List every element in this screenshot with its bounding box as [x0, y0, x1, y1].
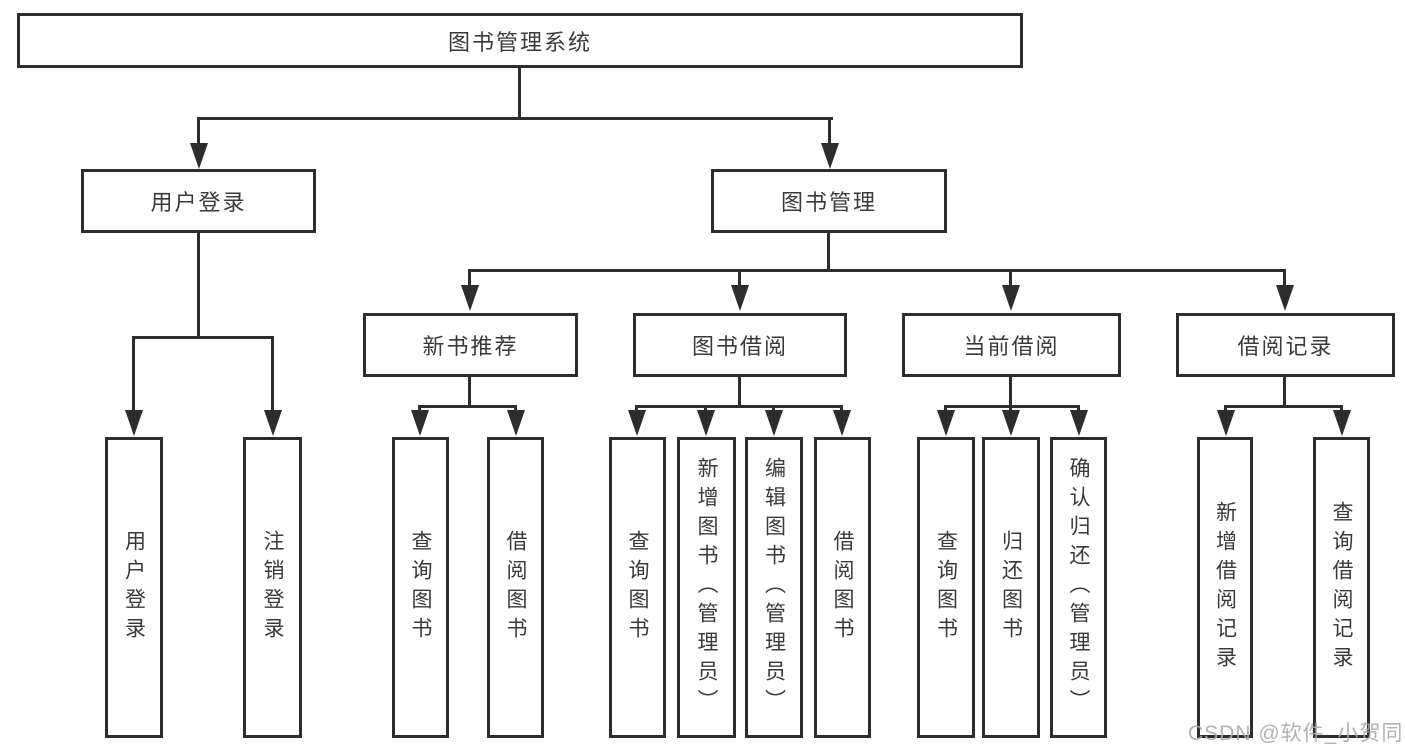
- arrow-down-icon: [1276, 285, 1294, 311]
- node-book-borrowing: 图书借阅: [633, 313, 847, 377]
- node-label: 注销登录: [261, 529, 284, 646]
- connector-vline: [1283, 269, 1286, 289]
- connector-hline: [944, 405, 1080, 408]
- node-label: 图书管理系统: [447, 29, 592, 55]
- node-label: 新增借阅记录: [1213, 500, 1237, 675]
- csdn-watermark: CSDN @软件_小贺同学: [1188, 722, 1405, 745]
- arrow-down-icon: [1002, 410, 1020, 436]
- connector-vline: [132, 336, 135, 414]
- connector-vline: [468, 377, 471, 408]
- leaf-add-borrow-record: 新增借阅记录: [1197, 437, 1253, 738]
- node-label: 当前借阅: [963, 334, 1060, 359]
- connector-hline: [635, 405, 843, 408]
- arrow-down-icon: [507, 410, 525, 436]
- connector-hline: [468, 269, 1286, 272]
- node-label: 确认归还（管理员）: [1067, 457, 1090, 718]
- leaf-borrow-books: 借阅图书: [814, 437, 871, 738]
- leaf-add-books-admin: 新增图书（管理员）: [677, 437, 736, 738]
- arrow-down-icon: [1217, 410, 1235, 436]
- arrow-down-icon: [697, 410, 715, 436]
- leaf-confirm-return-admin: 确认归还（管理员）: [1050, 437, 1107, 738]
- node-label: 用户登录: [150, 190, 247, 215]
- connector-vline: [518, 68, 521, 120]
- node-user-login: 用户登录: [81, 169, 316, 233]
- arrow-down-icon: [821, 143, 839, 169]
- leaf-return-books: 归还图书: [982, 437, 1040, 738]
- arrow-down-icon: [461, 285, 479, 311]
- connector-hline: [418, 405, 517, 408]
- connector-vline: [468, 269, 471, 289]
- leaf-user-login: 用户登录: [105, 437, 163, 738]
- arrow-down-icon: [937, 410, 955, 436]
- connector-vline: [738, 377, 741, 408]
- connector-vline: [271, 336, 274, 414]
- leaf-query-books-recommend: 查询图书: [392, 437, 449, 738]
- node-label: 查询借阅记录: [1330, 500, 1353, 675]
- node-book-management: 图书管理: [711, 169, 947, 233]
- node-label: 借阅图书: [831, 529, 854, 646]
- arrow-down-icon: [411, 410, 429, 436]
- arrow-down-icon: [731, 285, 749, 311]
- connector-hline: [132, 336, 274, 339]
- arrow-down-icon: [628, 410, 646, 436]
- node-label: 归还图书: [999, 529, 1023, 646]
- connector-vline: [197, 117, 200, 149]
- node-label: 图书借阅: [691, 334, 788, 359]
- connector-vline: [827, 233, 830, 272]
- arrow-down-icon: [765, 410, 783, 436]
- connector-vline: [1009, 377, 1012, 408]
- node-label: 查询图书: [626, 529, 649, 646]
- node-label: 查询图书: [934, 529, 958, 646]
- arrow-down-icon: [1333, 410, 1351, 436]
- node-label: 新书推荐: [422, 334, 519, 359]
- node-label: 图书管理: [780, 190, 877, 215]
- connector-hline: [197, 117, 833, 120]
- node-borrowing-records: 借阅记录: [1176, 313, 1395, 377]
- node-label: 编辑图书（管理员）: [762, 457, 786, 718]
- arrow-down-icon: [190, 143, 208, 169]
- arrow-down-icon: [264, 410, 282, 436]
- arrow-down-icon: [125, 410, 143, 436]
- connector-hline: [1224, 405, 1343, 408]
- node-label: 借阅记录: [1237, 334, 1334, 359]
- node-label: 查询图书: [409, 529, 432, 646]
- leaf-query-books-current: 查询图书: [917, 437, 975, 738]
- connector-vline: [1283, 377, 1286, 408]
- connector-vline: [1009, 269, 1012, 289]
- node-library-management-system: 图书管理系统: [17, 13, 1023, 68]
- arrow-down-icon: [1002, 285, 1020, 311]
- node-label: 借阅图书: [504, 529, 527, 646]
- arrow-down-icon: [1070, 410, 1088, 436]
- node-current-borrowing: 当前借阅: [902, 313, 1121, 377]
- connector-vline: [828, 117, 831, 149]
- node-new-book-recommendation: 新书推荐: [363, 313, 578, 377]
- arrow-down-icon: [833, 410, 851, 436]
- connector-vline: [738, 269, 741, 289]
- connector-vline: [197, 233, 200, 339]
- leaf-borrow-books-recommend: 借阅图书: [487, 437, 544, 738]
- leaf-query-borrow-record: 查询借阅记录: [1313, 437, 1370, 738]
- node-label: 新增图书（管理员）: [695, 457, 718, 718]
- node-label: 用户登录: [122, 529, 146, 646]
- leaf-query-books-borrow: 查询图书: [609, 437, 666, 738]
- leaf-edit-books-admin: 编辑图书（管理员）: [745, 437, 803, 738]
- leaf-logout: 注销登录: [243, 437, 302, 738]
